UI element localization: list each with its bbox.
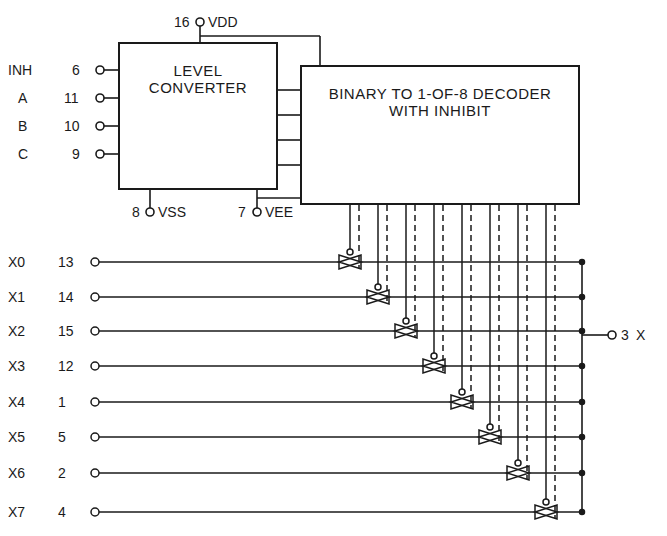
level-converter-box: LEVEL CONVERTER	[118, 42, 278, 190]
pin-number: 6	[72, 62, 80, 78]
decoder-box: BINARY TO 1-OF-8 DECODER WITH INHIBIT	[300, 65, 580, 205]
signal-name: C	[18, 146, 28, 162]
signal-name: INH	[8, 62, 32, 78]
internal-wire	[278, 164, 300, 166]
internal-wire	[278, 139, 300, 141]
transmission-gate	[91, 205, 585, 269]
pin-number: 15	[58, 323, 74, 339]
transmission-gate	[91, 205, 585, 338]
transmission-gate	[91, 205, 585, 519]
pin-number: 9	[72, 146, 80, 162]
pin-number: 14	[58, 289, 74, 305]
pin-number: 1	[58, 394, 66, 410]
supply-name: VEE	[265, 204, 293, 220]
signal-name: X	[636, 327, 645, 343]
signal-name: B	[18, 118, 27, 134]
pin-number: 13	[58, 254, 74, 270]
channel-name: X5	[8, 429, 25, 445]
supply-name: VDD	[208, 14, 238, 30]
pin-number: 7	[238, 204, 246, 220]
internal-wire	[278, 89, 300, 91]
transmission-gate	[91, 205, 585, 480]
channel-name: X6	[8, 465, 25, 481]
pin-number: 8	[132, 204, 140, 220]
pin-number: 10	[64, 118, 80, 134]
pin-number: 2	[58, 465, 66, 481]
channel-name: X3	[8, 358, 25, 374]
transmission-gate	[91, 205, 585, 444]
signal-name: A	[18, 90, 27, 106]
pin-number: 16	[174, 14, 190, 30]
pin-number: 11	[64, 90, 79, 106]
transmission-gate	[91, 205, 585, 409]
pin-number: 4	[58, 504, 66, 520]
transmission-gate	[91, 205, 585, 304]
channel-name: X0	[8, 254, 25, 270]
internal-wire	[278, 114, 300, 116]
channel-name: X7	[8, 504, 25, 520]
pin-number: 5	[58, 429, 66, 445]
pin-number: 12	[58, 358, 74, 374]
block-title: LEVEL CONVERTER	[130, 62, 266, 97]
channel-name: X1	[8, 289, 25, 305]
transmission-gate	[91, 205, 585, 373]
channel-name: X4	[8, 394, 25, 410]
channel-name: X2	[8, 323, 25, 339]
block-title: BINARY TO 1-OF-8 DECODER WITH INHIBIT	[312, 85, 568, 120]
supply-name: VSS	[158, 204, 186, 220]
pin-number: 3	[621, 327, 629, 343]
